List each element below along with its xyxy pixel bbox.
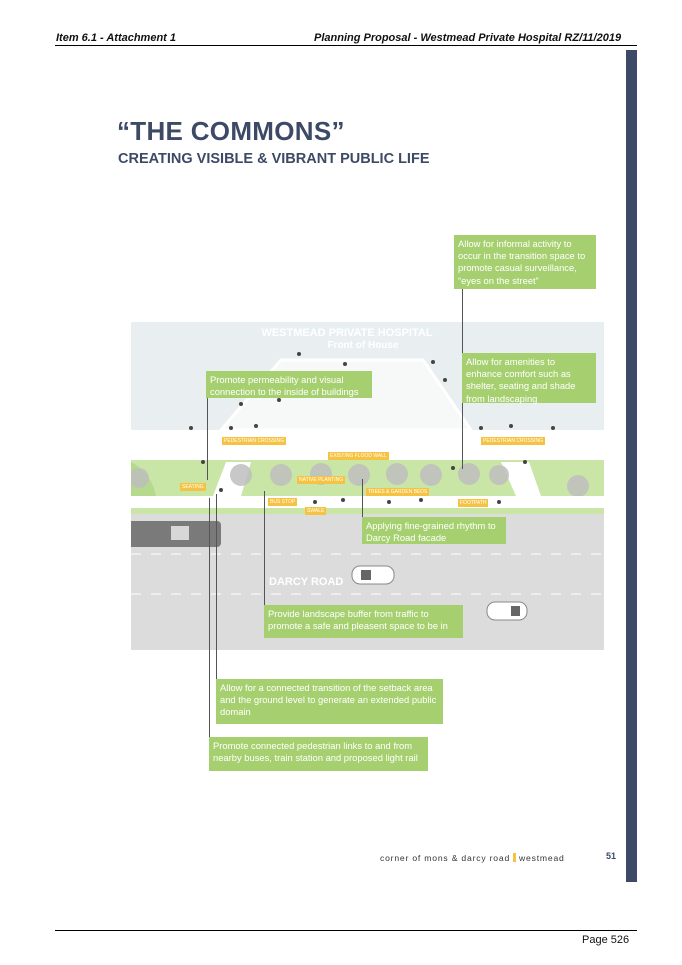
tag-bus-stop: BUS STOP bbox=[268, 498, 298, 506]
tag-pedestrian-crossing-right: PEDESTRIAN CROSSING bbox=[481, 437, 546, 445]
callout-rhythm: Applying fine-grained rhythm to Darcy Ro… bbox=[362, 517, 506, 544]
tag-seating: SEATING bbox=[180, 483, 206, 491]
tag-footpath: FOOTPATH bbox=[458, 499, 489, 507]
callout-pedestrian-links: Promote connected pedestrian links to an… bbox=[209, 737, 428, 771]
building-name-label: WESTMEAD PRIVATE HOSPITAL bbox=[261, 327, 432, 339]
road-label: DARCY ROAD bbox=[269, 576, 343, 588]
tag-flood-wall: EXISTING FLOOD WALL bbox=[328, 452, 389, 460]
leader-links bbox=[209, 498, 210, 738]
building-sub-label: Front of House bbox=[327, 340, 399, 351]
page-subtitle: CREATING VISIBLE & VIBRANT PUBLIC LIFE bbox=[118, 151, 430, 167]
leader-buffer bbox=[264, 491, 265, 607]
callout-transition: Allow for a connected transition of the … bbox=[216, 679, 443, 724]
header-proposal: Planning Proposal - Westmead Private Hos… bbox=[314, 32, 622, 44]
tag-native-planting: NATIVE PLANTING bbox=[297, 476, 346, 484]
leader-transition bbox=[216, 494, 217, 680]
callout-informal-activity: Allow for informal activity to occur in … bbox=[454, 235, 596, 289]
page-title: “THE COMMONS” bbox=[117, 116, 345, 146]
tag-trees-garden: TREES & GARDEN BEDS bbox=[366, 488, 430, 496]
page-label: Page 526 bbox=[582, 934, 630, 946]
callout-buffer: Provide landscape buffer from traffic to… bbox=[264, 605, 463, 638]
callout-permeability: Promote permeability and visual connecti… bbox=[206, 371, 372, 398]
document-page-number: 51 bbox=[606, 851, 617, 861]
header-rule bbox=[55, 45, 637, 46]
header-attachment: Item 6.1 - Attachment 1 bbox=[56, 32, 177, 44]
tag-swale: SWALE bbox=[305, 507, 327, 515]
footer-caption: corner of mons & darcy road westmead bbox=[380, 853, 565, 863]
callout-amenities: Allow for amenities to enhance comfort s… bbox=[462, 353, 596, 404]
side-bar bbox=[626, 50, 637, 882]
footer-location: corner of mons & darcy road bbox=[380, 853, 511, 863]
leader-rhythm bbox=[362, 479, 363, 521]
footer-rule bbox=[55, 930, 637, 931]
footer-divider bbox=[513, 853, 517, 862]
footer-suburb: westmead bbox=[519, 853, 565, 863]
leader-permeability bbox=[207, 394, 208, 480]
tag-pedestrian-crossing-left: PEDESTRIAN CROSSING bbox=[222, 437, 287, 445]
